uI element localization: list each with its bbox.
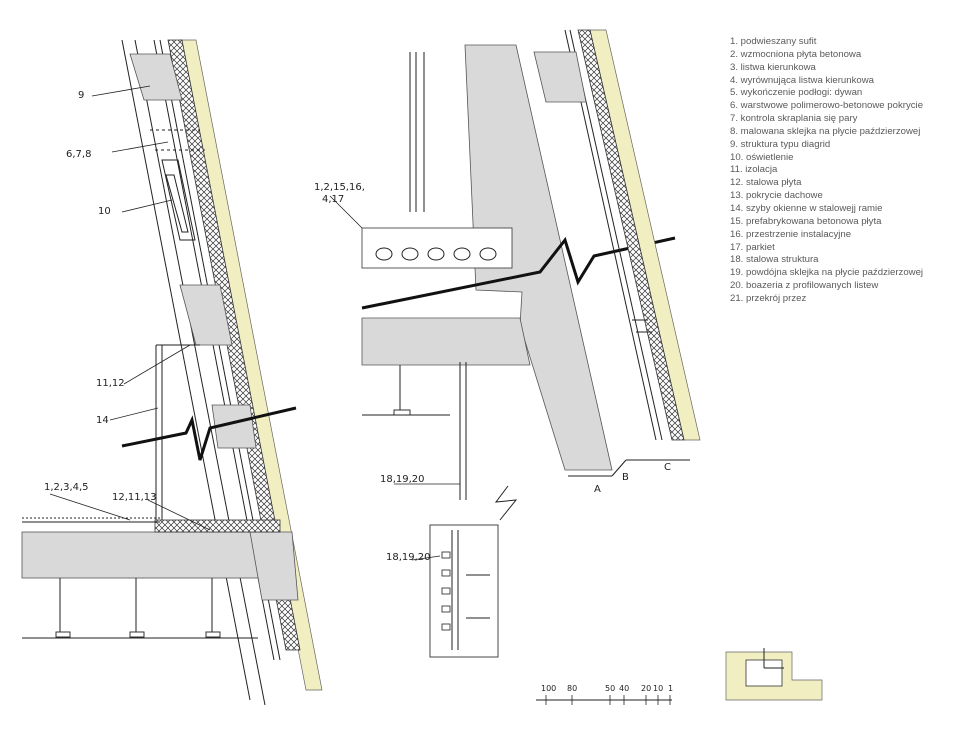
floor-slab-detail: [21, 517, 299, 639]
callout-11-12: 11,12: [96, 378, 125, 389]
callout-10: 10: [98, 206, 111, 217]
legend-item: 3. listwa kierunkowa: [730, 61, 816, 73]
legend-item: 4. wyrównująca listwa kierunkowa: [730, 74, 874, 86]
legend-list: 1. podwieszany sufit 2. wzmocniona płyta…: [730, 36, 923, 306]
legend-item: 21. przekrój przez: [730, 292, 807, 304]
legend-item: 7. kontrola skraplania się pary: [730, 113, 858, 125]
scale-tick-2: 50: [605, 684, 615, 693]
middle-section-detail: [361, 44, 676, 500]
scale-tick-0: 100: [541, 684, 556, 693]
legend-item: 16. przestrzenie instalacyjne: [730, 228, 852, 240]
break-line-middle: [361, 236, 676, 310]
legend-item: 20. boazeria z profilowanych listew: [730, 280, 879, 292]
callout-1-2-3-4-5: 1,2,3,4,5: [44, 482, 89, 493]
legend-item: 19. powdójna sklejka na płycie paździerz…: [730, 267, 924, 279]
callout-18-19-20-b: 18,19,20: [386, 552, 431, 563]
legend-item: 8. malowana sklejka na płycie paździerzo…: [730, 125, 921, 137]
section-label-b: B: [622, 472, 629, 483]
legend-item: 14. szyby okienne w stalowejj ramie: [730, 202, 883, 214]
legend-item: 17. parkiet: [730, 241, 775, 253]
legend-item: 1. podwieszany sufit: [730, 36, 817, 47]
callout-14: 14: [96, 415, 109, 426]
callout-4-17: 4,17: [322, 194, 344, 205]
callout-1-2-15-16: 1,2,15,16,: [314, 182, 365, 193]
right-facade-detail: [533, 29, 701, 477]
legend-item: 11. izolacja: [730, 164, 778, 176]
key-plan: [725, 648, 823, 701]
legend-item: 6. warstwowe polimerowo-betonowe pokryci…: [730, 100, 924, 112]
leader-lines: [49, 85, 460, 561]
section-label-a: A: [594, 484, 601, 495]
legend-item: 12. stalowa płyta: [730, 177, 802, 189]
scale-bar: 100 80 50 40 20 10 1: [536, 684, 673, 705]
scale-tick-3: 40: [619, 684, 629, 693]
break-line-left: [121, 406, 297, 461]
scale-tick-5: 10: [653, 684, 663, 693]
small-wall-detail: [429, 485, 518, 658]
legend-item: 13. pokrycie dachowe: [730, 190, 823, 202]
section-label-c: C: [664, 462, 671, 473]
scale-tick-4: 20: [641, 684, 651, 693]
callout-labels: 9 6,7,8 10 1,2,15,16, 4,17 11,12 14 1,2,…: [44, 90, 671, 563]
legend-item: 9. struktura typu diagrid: [730, 138, 831, 150]
legend-item: 5. wykończenie podłogi: dywan: [730, 87, 863, 99]
legend-item: 15. prefabrykowana betonowa płyta: [730, 215, 882, 227]
callout-9: 9: [78, 90, 84, 101]
legend-item: 18. stalowa struktura: [730, 254, 819, 266]
scale-tick-6: 1: [668, 684, 673, 693]
legend-item: 10. oświetlenie: [730, 151, 794, 163]
callout-6-7-8: 6,7,8: [66, 149, 91, 160]
callout-12-11-13: 12,11,13: [112, 492, 157, 503]
callout-18-19-20-a: 18,19,20: [380, 474, 425, 485]
scale-tick-1: 80: [567, 684, 577, 693]
left-facade-detail: [121, 39, 323, 706]
legend-item: 2. wzmocniona płyta betonowa: [730, 48, 862, 60]
